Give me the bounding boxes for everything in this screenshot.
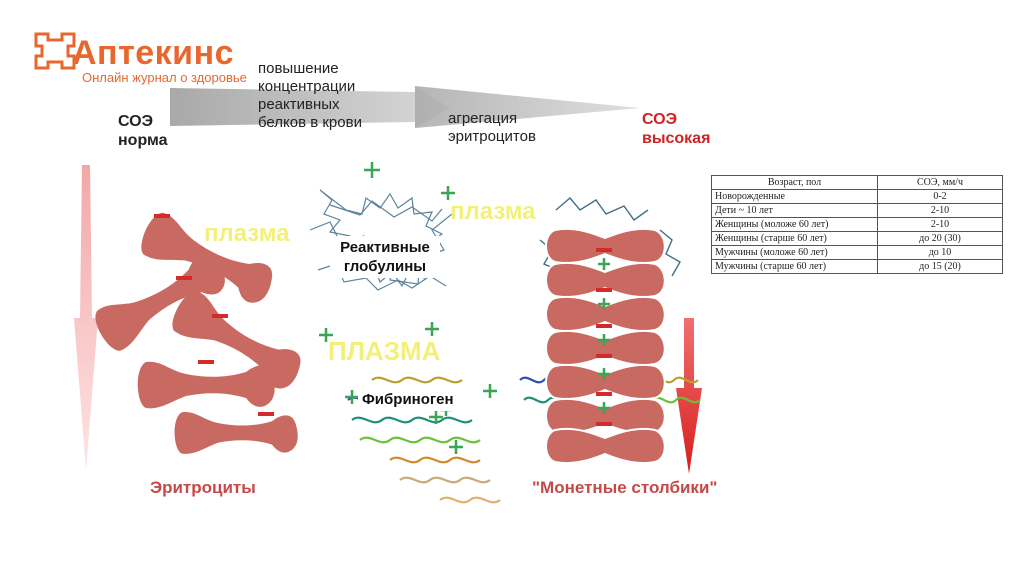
- logo-title: Аптекинс: [72, 34, 235, 72]
- coin-stacks-caption: "Монетные столбики": [532, 478, 718, 497]
- table-row: Женщины (старше 60 лет)до 20 (30): [711, 231, 1003, 246]
- minus-signs-stack: [596, 248, 612, 426]
- plasma-label-left: плазма: [204, 220, 290, 247]
- table-row: Мужчины (моложе 60 лет)до 10: [711, 245, 1003, 260]
- table-header-age: Возраст, пол: [711, 175, 878, 190]
- top-arrow-right: [415, 86, 640, 128]
- high-down-arrow: [676, 318, 702, 474]
- logo-cross-icon: [34, 32, 76, 70]
- normal-down-arrow: [74, 165, 98, 470]
- top-arrow-left: [170, 86, 450, 128]
- plasma-label-center: ПЛАЗМА: [328, 336, 441, 366]
- table-row: Женщины (моложе 60 лет)2-10: [711, 217, 1003, 232]
- protein-increase-label: повышение концентрации реактивных белков…: [258, 60, 362, 131]
- table-header-esr: СОЭ, мм/ч: [877, 175, 1003, 190]
- minus-signs-left: [154, 214, 274, 416]
- plus-signs-center: [319, 162, 497, 454]
- plus-signs-stack: [598, 258, 610, 414]
- logo-subtitle: Онлайн журнал о здоровье: [82, 70, 247, 85]
- erythrocytes-caption: Эритроциты: [150, 478, 256, 497]
- table-row: Мужчины (старше 60 лет)до 15 (20): [711, 259, 1003, 274]
- esr-normal-label: СОЭ норма: [118, 113, 168, 149]
- table-header-row: Возраст, пол СОЭ, мм/ч: [711, 175, 1003, 190]
- esr-high-label: СОЭ высокая: [642, 111, 711, 147]
- reactive-globulins-label: Реактивные глобулины: [330, 236, 440, 278]
- plasma-label-right: плазма: [450, 198, 536, 225]
- fibrinogen-label: Фибриноген: [358, 388, 458, 411]
- aggregation-label: агрегация эритроцитов: [448, 110, 536, 145]
